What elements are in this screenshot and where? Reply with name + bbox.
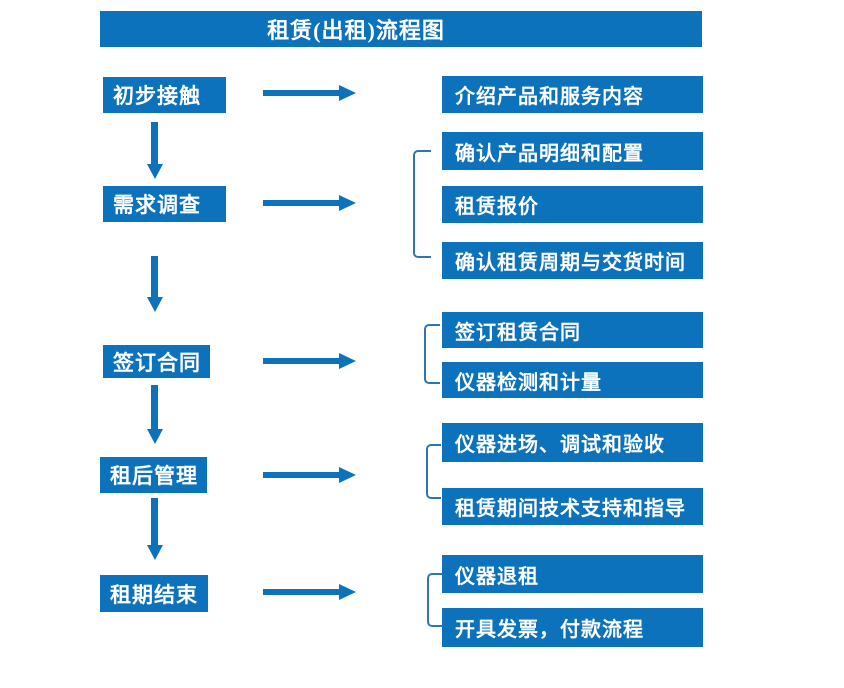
step-box-demand-survey: 需求调查 [103, 186, 226, 222]
detail-box-confirm-period-delivery: 确认租赁周期与交货时间 [442, 242, 703, 279]
step-label: 需求调查 [113, 193, 201, 217]
detail-box-invoice-payment: 开具发票，付款流程 [442, 608, 703, 647]
bracket-connector-sign-contract [424, 324, 440, 384]
detail-label: 租赁期间技术支持和指导 [455, 498, 686, 520]
detail-label: 确认产品明细和配置 [455, 142, 644, 165]
step-label: 初步接触 [113, 84, 201, 108]
step-box-initial-contact: 初步接触 [103, 77, 226, 113]
step-label: 租期结束 [110, 582, 198, 607]
arrow-down-icon [146, 256, 163, 312]
flowchart-title-label: 租赁(出租)流程图 [267, 18, 445, 43]
arrow-right-icon [263, 353, 356, 369]
detail-label: 仪器进场、调试和验收 [455, 434, 665, 456]
detail-box-confirm-product-config: 确认产品明细和配置 [442, 132, 703, 170]
flowchart-title: 租赁(出租)流程图 [100, 11, 702, 47]
arrow-right-icon [263, 467, 356, 483]
detail-label: 仪器退租 [455, 565, 539, 588]
detail-label: 仪器检测和计量 [455, 371, 602, 394]
arrow-down-icon [146, 498, 163, 560]
detail-box-intro-products: 介绍产品和服务内容 [442, 76, 703, 113]
arrow-down-icon [146, 122, 163, 179]
arrow-right-icon [263, 584, 356, 600]
step-label: 租后管理 [110, 464, 198, 488]
detail-label: 开具发票，付款流程 [455, 619, 644, 641]
detail-box-sign-rental-contract: 签订租赁合同 [442, 312, 703, 348]
step-box-post-rental: 租后管理 [100, 457, 207, 493]
arrow-down-icon [146, 385, 163, 444]
detail-box-tech-support: 租赁期间技术支持和指导 [442, 488, 703, 525]
detail-label: 签订租赁合同 [455, 321, 581, 344]
detail-label: 介绍产品和服务内容 [455, 86, 644, 108]
detail-box-instrument-setup-acceptance: 仪器进场、调试和验收 [442, 423, 703, 462]
detail-box-instrument-return: 仪器退租 [442, 555, 703, 593]
step-label: 签订合同 [113, 350, 201, 375]
detail-label: 确认租赁周期与交货时间 [455, 252, 686, 274]
step-box-rental-end: 租期结束 [100, 575, 208, 612]
detail-label: 租赁报价 [455, 196, 539, 218]
step-box-sign-contract: 签订合同 [103, 345, 210, 378]
arrow-right-icon [263, 85, 356, 101]
detail-box-instrument-inspection: 仪器检测和计量 [442, 362, 703, 398]
bracket-connector-demand-survey [413, 150, 431, 258]
detail-box-rental-quote: 租赁报价 [442, 186, 703, 223]
arrow-right-icon [263, 195, 356, 211]
bracket-connector-post-rental [426, 444, 441, 499]
bracket-connector-rental-end [427, 573, 442, 627]
